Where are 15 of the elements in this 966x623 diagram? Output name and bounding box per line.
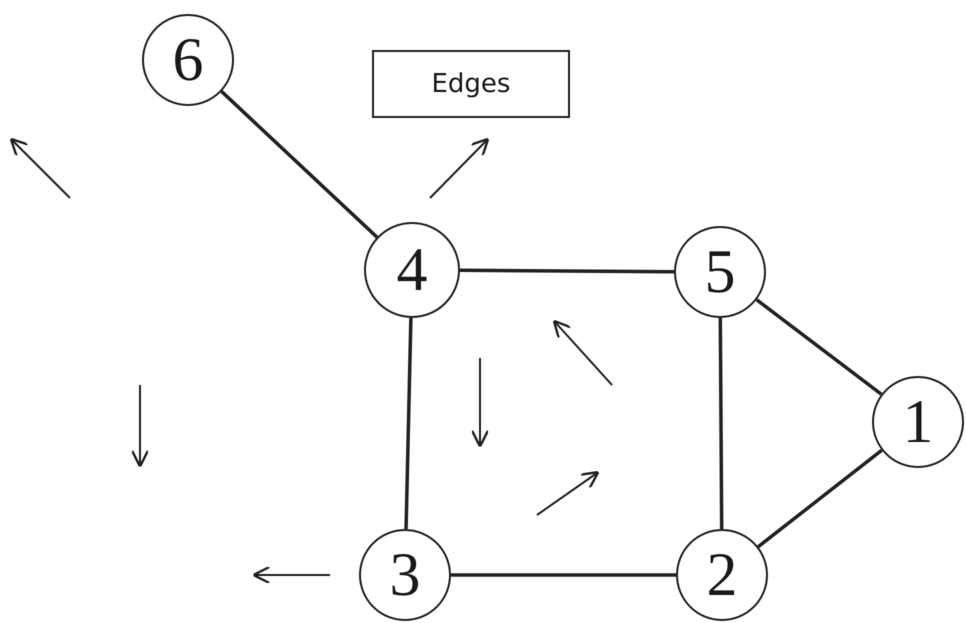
node-label: 3: [390, 544, 420, 606]
node-label: 4: [396, 239, 428, 301]
node-label: 2: [706, 544, 738, 606]
node-label: 6: [172, 29, 204, 91]
connector-line: [460, 268, 674, 274]
node-label: 5: [704, 241, 736, 303]
label-box: [372, 50, 570, 118]
connector-line: [451, 573, 676, 577]
node-label: Edges: [432, 71, 510, 97]
connector-line: [220, 90, 378, 238]
node-label: 1: [902, 391, 934, 453]
connector-line: [718, 318, 724, 530]
connector-line: [756, 298, 882, 396]
connector-line: [757, 448, 883, 548]
connector-line: [404, 318, 413, 530]
